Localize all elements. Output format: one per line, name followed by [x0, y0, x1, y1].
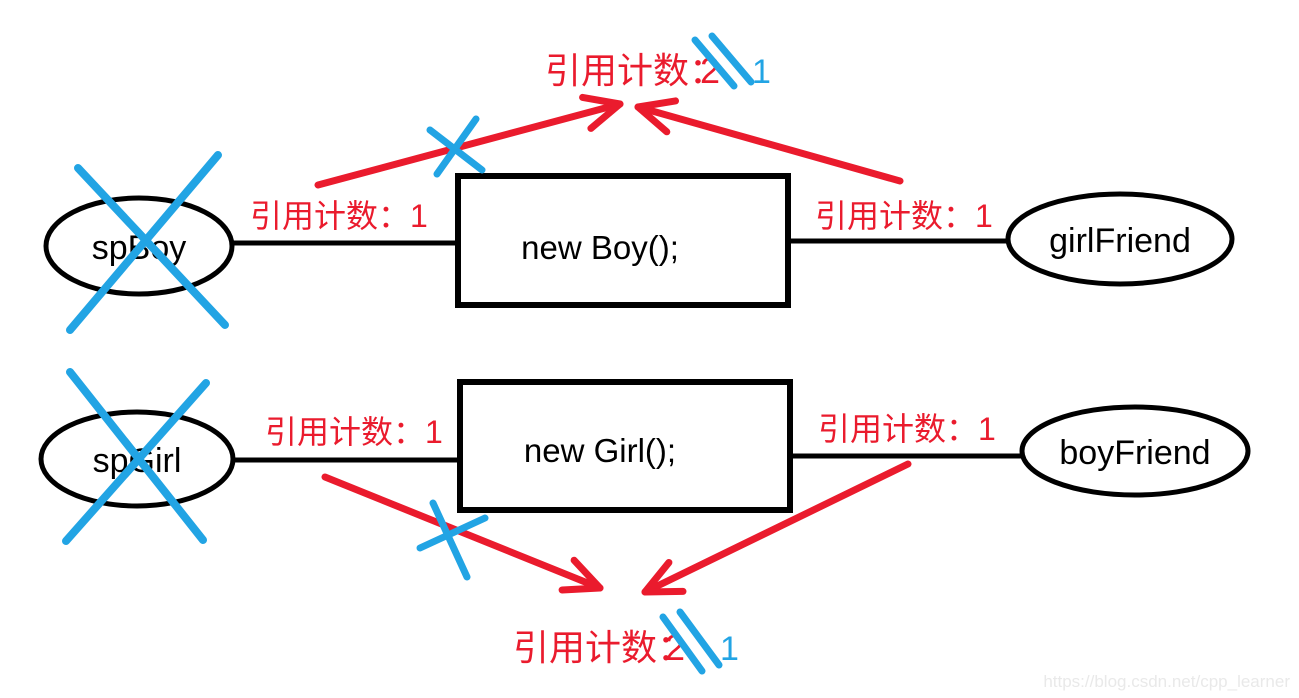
cross-stroke	[74, 164, 229, 329]
girlfriend-refcount-label: 引用计数：1	[815, 198, 993, 234]
arrow-head	[579, 93, 624, 132]
bottom-strikethrough-icon	[659, 608, 723, 675]
arrow-shaft	[321, 473, 604, 592]
boyfriend-refcount-label: 引用计数：1	[818, 411, 996, 447]
spboy-refcount-arrow	[314, 93, 624, 189]
top-counter-prefix: 引用计数：	[545, 50, 725, 91]
boy-row: new Boy(); spBoy girlFriend 引用计数：1 引用计数：…	[43, 93, 1235, 334]
spboy-refcount-label: 引用计数：1	[250, 198, 428, 234]
girlfriend-ellipse	[1005, 191, 1235, 287]
arrow-shaft	[314, 100, 624, 189]
spboy-delete-cross-icon	[66, 151, 229, 334]
strike-stroke	[691, 36, 738, 90]
boyfriend-ellipse	[1019, 404, 1251, 498]
girl-object-box	[457, 379, 793, 513]
arrow-shaft	[634, 103, 904, 185]
top-counter-new-value: 1	[752, 53, 771, 91]
bottom-counter-prefix: 引用计数：	[513, 627, 693, 668]
cross-stroke	[433, 115, 480, 178]
spgirl-delete-cross-icon	[62, 368, 210, 545]
cross-stroke	[416, 514, 489, 552]
cross-stroke	[62, 379, 210, 545]
spgirl-refcount-arrow	[321, 473, 604, 594]
girlfriend-refcount-arrow	[634, 97, 904, 185]
top-refcount-counter: 引用计数： 2 1	[545, 32, 771, 91]
arrow-shaft	[641, 460, 912, 596]
boy-object-box	[455, 173, 791, 308]
girlfriend-label: girlFriend	[1049, 222, 1191, 260]
strike-stroke	[676, 608, 723, 669]
girl-object-label: new Girl();	[524, 432, 676, 469]
cross-stroke	[429, 499, 471, 581]
watermark: https://blog.csdn.net/cpp_learner	[1043, 672, 1290, 691]
strike-stroke	[708, 32, 755, 86]
boy-object-label: new Boy();	[521, 229, 679, 266]
boyfriend-label: boyFriend	[1059, 434, 1210, 472]
strike-stroke	[659, 613, 706, 675]
boyfriend-refcount-arrow	[641, 460, 912, 596]
girl-row: new Girl(); spGirl boyFriend 引用计数：1 引用计数…	[38, 368, 1251, 596]
spgirl-refcount-label: 引用计数：1	[265, 414, 443, 450]
top-strikethrough-icon	[691, 32, 755, 90]
arrow-head	[634, 97, 679, 136]
bottom-refcount-counter: 引用计数： 2 1	[513, 608, 739, 675]
broken-reference-cross-icon	[426, 115, 486, 178]
broken-reference-cross-icon	[416, 499, 489, 581]
cross-stroke	[66, 151, 222, 334]
bottom-counter-new-value: 1	[720, 630, 739, 668]
arrow-head	[558, 556, 604, 594]
arrow-head	[641, 559, 687, 596]
